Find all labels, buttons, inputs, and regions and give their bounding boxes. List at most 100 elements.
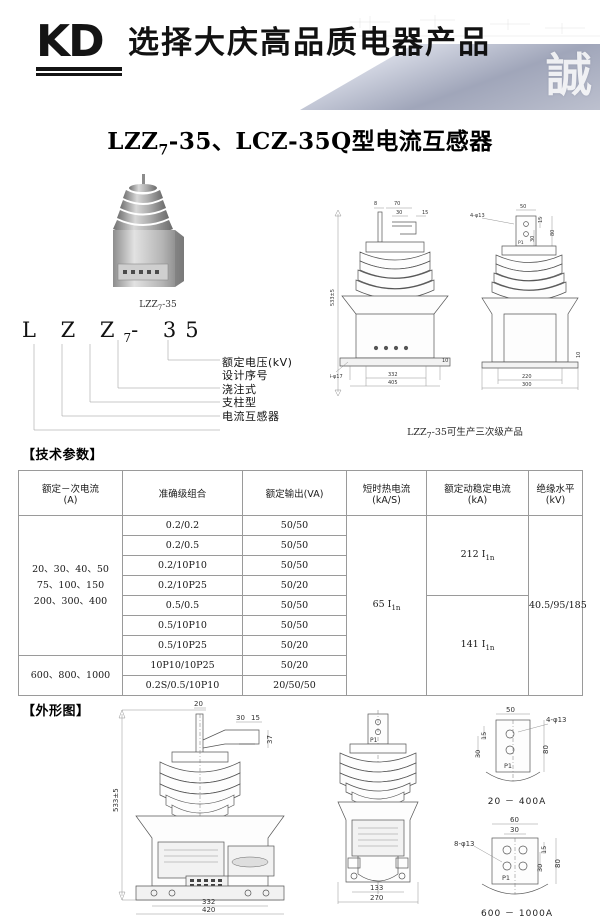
svg-text:30: 30: [396, 210, 402, 216]
detail2-dim-30: 30: [536, 864, 544, 872]
photo-caption-rest: -35: [162, 300, 177, 310]
section-heading-outline: 【外形图】: [22, 704, 90, 719]
page-title: LZZ7-35、LCZ-35Q型电流互感器: [0, 122, 600, 159]
th-line-0: 额定动稳定电流: [444, 483, 511, 495]
detail2-dim-30-top: 30: [510, 826, 519, 834]
drawing-detail-600-1000a: 60 30 8-φ13 15 30 80 P1: [452, 812, 582, 912]
th-short-time-current: 短时热电流 (kA/S): [346, 470, 427, 516]
dyn1-sub: 1n: [485, 643, 495, 652]
cell-dynamic-current-1: 141 I1n: [426, 595, 529, 696]
detail-terminal-p1: P1: [504, 762, 512, 770]
svg-text:15: 15: [251, 714, 260, 722]
dim-332-text: 332: [202, 898, 215, 906]
th-accuracy-class: 准确级组合: [122, 470, 243, 516]
product-photo: [98, 168, 218, 298]
table-row: 0.2S/0.5/10P10 20/50/50: [19, 675, 583, 696]
th-line-1: (A): [63, 494, 78, 506]
drawing-top-front: 533±5 8 70 30 15: [330, 196, 460, 426]
model-letters: L Z Z: [22, 318, 124, 342]
brand-logo: KD: [36, 20, 122, 76]
cell-dynamic-current-0: 212 I1n: [426, 515, 529, 596]
th-line-0: 额定输出(VA): [265, 489, 324, 500]
dyn1-value: 141 I: [460, 639, 486, 651]
svg-text:70: 70: [394, 201, 400, 207]
svg-text:P1: P1: [518, 240, 524, 246]
svg-text:332: 332: [388, 372, 398, 378]
logo-bar-bottom: [36, 73, 122, 76]
grp0-line-0: 20、30、40、50: [32, 563, 109, 575]
svg-text:220: 220: [522, 374, 532, 380]
dim-height-text: 533±5: [112, 788, 120, 812]
model-legend: 额定电压(kV) 设计序号 浇注式 支柱型 电流互感器: [222, 356, 422, 423]
cell-accuracy-5: 0.5/10P10: [122, 615, 243, 636]
watermark-character: 誠: [546, 48, 592, 102]
drawing-top-caption: LZZ7-35可生产三次级产品: [340, 424, 590, 440]
th-rated-output: 额定输出(VA): [242, 470, 347, 516]
title-prefix: LZZ: [107, 128, 159, 155]
detail-dim-30: 30: [474, 750, 482, 758]
detail-caption-20-400a: 20 － 400A: [487, 797, 547, 807]
cell-output-7: 50/20: [242, 655, 347, 676]
title-rest: -35、LCZ-35Q型电流互感器: [168, 128, 493, 155]
cell-accuracy-7: 10P10/10P25: [122, 655, 243, 676]
grp1-line-0: 600、800、1000: [30, 669, 111, 681]
cell-current-group-0: 20、30、40、50 75、100、150 200、300、400: [18, 515, 123, 656]
th-dynamic-current: 额定动稳定电流 (kA): [426, 470, 529, 516]
table-header-row: 额定－次电流 (A) 准确级组合 额定输出(VA) 短时热电流 (kA/S) 额…: [18, 470, 583, 516]
cell-accuracy-6: 0.5/10P25: [122, 635, 243, 656]
svg-text:15: 15: [422, 210, 428, 216]
legend-item-3: 支柱型: [222, 396, 257, 410]
cell-current-group-1: 600、800、1000: [18, 655, 123, 696]
svg-text:4-φ13: 4-φ13: [470, 213, 485, 219]
legend-item-2: 浇注式: [222, 382, 257, 396]
title-subscript: 7: [158, 142, 169, 159]
table-row: 0.2/0.5 50/50: [19, 535, 583, 556]
detail-dim-15: 15: [480, 732, 488, 740]
dim-420-text: 420: [202, 906, 215, 914]
section-heading-tech-params: 【技术参数】: [22, 448, 104, 463]
svg-text:300: 300: [522, 382, 532, 388]
cell-output-2: 50/50: [242, 555, 347, 576]
th-line-0: 准确级组合: [158, 489, 207, 500]
svg-text:80: 80: [550, 230, 556, 236]
detail2-dim-15: 15: [540, 846, 548, 854]
svg-text:4-φ17: 4-φ17: [330, 374, 343, 380]
detail-caption-600-1000a: 600 － 1000A: [481, 909, 553, 919]
detail-hole-callout: 4-φ13: [546, 716, 567, 724]
short-time-value: 65 I: [372, 599, 392, 611]
detail-dim-80: 80: [542, 745, 550, 754]
table-row: 0.5/10P10 50/50: [19, 615, 583, 636]
legend-item-4: 电流互感器: [222, 409, 280, 423]
svg-text:15: 15: [538, 217, 544, 223]
photo-caption-prefix: LZZ: [139, 300, 158, 310]
photo-caption-sub: 7: [157, 303, 163, 312]
dyn0-value: 212 I: [460, 549, 486, 561]
svg-text:8: 8: [374, 201, 377, 207]
cell-output-0: 50/50: [242, 515, 347, 536]
dwg-cap-rest: -35可生产三次级产品: [431, 427, 523, 438]
cell-accuracy-8: 0.2S/0.5/10P10: [122, 675, 243, 696]
logo-bar-top: [36, 67, 122, 71]
cell-insulation-level: 40.5/95/185: [528, 515, 587, 696]
dyn0-sub: 1n: [485, 553, 495, 562]
tech-params-table: 额定－次电流 (A) 准确级组合 额定输出(VA) 短时热电流 (kA/S) 额…: [18, 470, 587, 696]
th-line-0: 额定－次电流: [41, 483, 99, 495]
svg-text:37: 37: [266, 735, 274, 744]
table-row: 600、800、1000 10P10/10P25 50/20: [18, 655, 583, 696]
table-row: 0.2/10P25 50/20: [19, 575, 583, 596]
drawing-outline-front: 533±5 20 30 15 37: [110, 700, 310, 918]
svg-text:533±5: 533±5: [330, 289, 336, 306]
th-line-1: (kA): [467, 494, 488, 506]
th-line-0: 短时热电流: [362, 483, 411, 495]
svg-text:10: 10: [576, 352, 582, 358]
drawing-detail-20-400a: 50 4-φ13 15 30 80 P1: [452, 700, 582, 800]
model-suffix: - 35: [131, 318, 208, 342]
legend-item-1: 设计序号: [222, 369, 268, 383]
svg-text:50: 50: [520, 204, 526, 210]
cell-accuracy-2: 0.2/10P10: [122, 555, 243, 576]
cell-accuracy-3: 0.2/10P25: [122, 575, 243, 596]
detail2-terminal-p1: P1: [502, 874, 510, 882]
cell-accuracy-4: 0.5/0.5: [122, 595, 243, 616]
cell-output-5: 50/50: [242, 615, 347, 636]
